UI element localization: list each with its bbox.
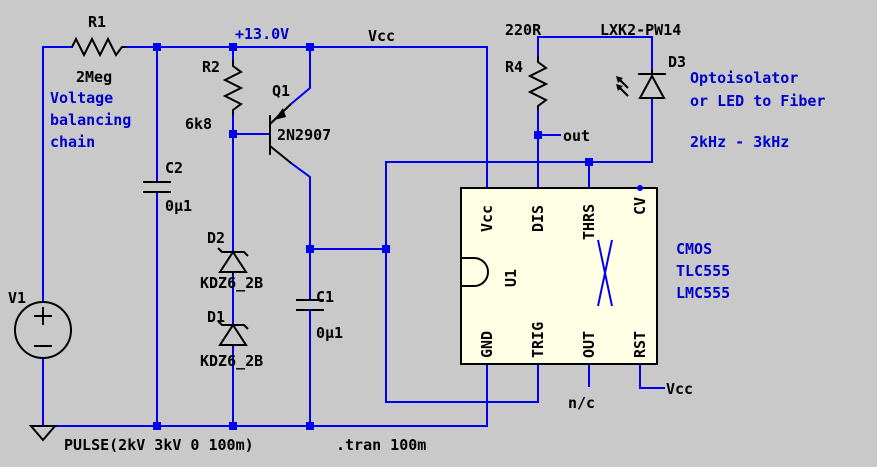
r1-value: 2Meg bbox=[76, 68, 112, 86]
comment-balancing: balancing bbox=[50, 111, 131, 129]
u1-ic bbox=[460, 185, 658, 365]
r1-resistor bbox=[71, 36, 126, 58]
d2-zener bbox=[217, 247, 249, 275]
u1-ref: U1 bbox=[502, 269, 520, 287]
u1-pin-thrs: THRS bbox=[580, 204, 598, 240]
junctions bbox=[153, 43, 593, 430]
u1-pin-vcc: Vcc bbox=[478, 205, 496, 232]
c1-ref: C1 bbox=[316, 288, 334, 306]
comment-led-fiber: or LED to Fiber bbox=[690, 92, 825, 110]
comment-lmc555: LMC555 bbox=[676, 284, 730, 302]
wires bbox=[42, 36, 665, 427]
net-label-vcc-rst: Vcc bbox=[666, 380, 693, 398]
u1-pin-dis: DIS bbox=[529, 205, 547, 232]
r2-ref: R2 bbox=[202, 58, 220, 76]
net-label-nc: n/c bbox=[568, 394, 595, 412]
ground-symbol bbox=[28, 425, 58, 442]
v1-ref: V1 bbox=[8, 289, 26, 307]
q1-ref: Q1 bbox=[272, 82, 290, 100]
r4-ref: R4 bbox=[505, 58, 523, 76]
c1-capacitor bbox=[296, 299, 324, 319]
u1-pin-trig: TRIG bbox=[529, 322, 547, 358]
u1-pin-rst: RST bbox=[631, 331, 649, 358]
comment-tlc555: TLC555 bbox=[676, 262, 730, 280]
d1-zener bbox=[217, 319, 249, 347]
comment-cmos: CMOS bbox=[676, 240, 712, 258]
u1-pin-cv: CV bbox=[631, 197, 649, 215]
u1-pin-out: OUT bbox=[580, 331, 598, 358]
net-label-vcc-top: Vcc bbox=[368, 27, 395, 45]
comment-chain: chain bbox=[50, 133, 95, 151]
d2-ref: D2 bbox=[207, 229, 225, 247]
v1-voltage-source bbox=[14, 295, 72, 359]
q1-transistor bbox=[269, 103, 292, 164]
v1-value: PULSE(2kV 3kV 0 100m) bbox=[64, 436, 254, 454]
d3-led bbox=[616, 70, 666, 99]
r2-resistor bbox=[222, 60, 244, 115]
d1-ref: D1 bbox=[207, 308, 225, 326]
labels: R1 2Meg Voltage balancing chain V1 PULSE… bbox=[8, 13, 825, 454]
d1-value: KDZ6_2B bbox=[200, 352, 263, 370]
q1-value: 2N2907 bbox=[277, 126, 331, 144]
r4-value: 220R bbox=[505, 21, 542, 39]
comment-voltage: Voltage bbox=[50, 89, 113, 107]
d2-value: KDZ6_2B bbox=[200, 274, 263, 292]
u1-pin-gnd: GND bbox=[478, 331, 496, 358]
r2-value: 6k8 bbox=[185, 115, 212, 133]
c2-ref: C2 bbox=[165, 159, 183, 177]
comment-frequency: 2kHz - 3kHz bbox=[690, 133, 789, 151]
net-label-out: out bbox=[563, 127, 590, 145]
r1-ref: R1 bbox=[88, 13, 106, 31]
d3-value: LXK2-PW14 bbox=[600, 21, 681, 39]
comment-optoisolator: Optoisolator bbox=[690, 69, 798, 87]
r4-resistor bbox=[527, 56, 549, 110]
c1-value: 0µ1 bbox=[316, 324, 343, 342]
c2-value: 0µ1 bbox=[165, 197, 192, 215]
c2-capacitor bbox=[143, 181, 171, 193]
net-label-supply: +13.0V bbox=[235, 25, 289, 43]
spice-directive: .tran 100m bbox=[336, 436, 426, 454]
d3-ref: D3 bbox=[668, 53, 686, 71]
